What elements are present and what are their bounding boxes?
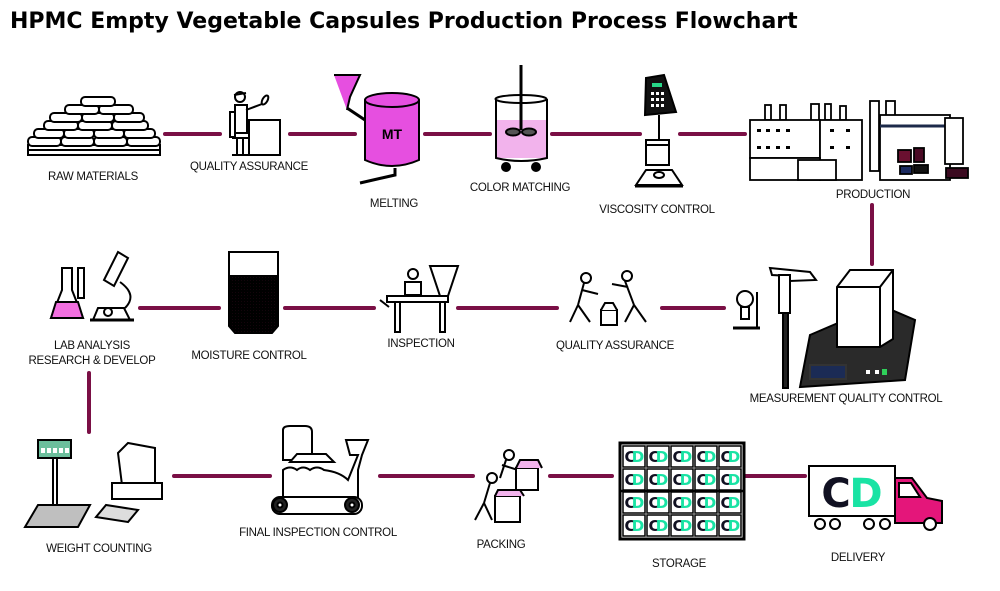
svg-text:D: D bbox=[849, 471, 882, 517]
step-label-storage: STORAGE bbox=[652, 558, 706, 570]
step-label-lab-analysis-line2: RESEARCH & DEVELOP bbox=[28, 355, 156, 367]
svg-text:D: D bbox=[656, 448, 668, 466]
step-label-quality-assurance-2: QUALITY ASSURANCE bbox=[555, 340, 675, 352]
svg-text:C: C bbox=[648, 471, 659, 489]
step-label-delivery: DELIVERY bbox=[830, 552, 886, 564]
svg-text:D: D bbox=[632, 494, 644, 512]
svg-text:D: D bbox=[704, 471, 716, 489]
svg-text:D: D bbox=[704, 517, 716, 535]
svg-text:D: D bbox=[680, 517, 692, 535]
melting-tank-text: MT bbox=[382, 126, 403, 142]
viscometer-icon bbox=[634, 73, 684, 188]
step-label-raw-materials: RAW MATERIALS bbox=[47, 171, 139, 183]
step-label-lab-analysis: LAB ANALYSIS RESEARCH & DEVELOP bbox=[29, 339, 156, 369]
step-label-lab-analysis-line1: LAB ANALYSIS bbox=[53, 340, 131, 352]
svg-text:C: C bbox=[720, 448, 731, 466]
mixing-tank-icon bbox=[494, 65, 548, 172]
workers-box-icon bbox=[569, 270, 647, 326]
page-title: HPMC Empty Vegetable Capsules Production… bbox=[10, 9, 798, 34]
svg-text:C: C bbox=[624, 471, 635, 489]
melting-tank-icon bbox=[334, 74, 420, 185]
step-label-packing: PACKING bbox=[476, 539, 526, 551]
storage-cell: CD bbox=[718, 445, 742, 468]
svg-text:C: C bbox=[696, 517, 707, 535]
storage-cell: CD bbox=[622, 445, 646, 468]
svg-text:D: D bbox=[728, 471, 740, 489]
svg-text:C: C bbox=[720, 494, 731, 512]
packing-workers-icon bbox=[474, 449, 543, 523]
scale-computer-icon bbox=[23, 439, 163, 528]
storage-cell: CD bbox=[670, 514, 694, 537]
step-label-melting: MELTING bbox=[369, 198, 419, 210]
step-label-quality-assurance-1: QUALITY ASSURANCE bbox=[189, 161, 309, 173]
svg-text:D: D bbox=[704, 494, 716, 512]
svg-text:C: C bbox=[648, 448, 659, 466]
storage-cell: CD bbox=[694, 468, 718, 491]
svg-text:C: C bbox=[720, 471, 731, 489]
moisture-container-icon bbox=[228, 251, 279, 334]
inspection-table-icon bbox=[379, 265, 460, 333]
svg-text:C: C bbox=[672, 517, 683, 535]
storage-cell: CD bbox=[622, 514, 646, 537]
svg-text:C: C bbox=[624, 448, 635, 466]
svg-text:C: C bbox=[624, 494, 635, 512]
conveyor-icon bbox=[271, 425, 370, 515]
svg-text:D: D bbox=[728, 517, 740, 535]
storage-cell: CD bbox=[694, 491, 718, 514]
storage-cell: CD bbox=[622, 491, 646, 514]
storage-cell: CD bbox=[622, 468, 646, 491]
svg-text:C: C bbox=[696, 448, 707, 466]
inspector-desk-icon bbox=[229, 91, 281, 156]
storage-cell: CD bbox=[694, 445, 718, 468]
svg-text:D: D bbox=[656, 471, 668, 489]
step-label-color-matching: COLOR MATCHING bbox=[469, 182, 571, 194]
storage-cell: CD bbox=[670, 491, 694, 514]
svg-text:D: D bbox=[728, 448, 740, 466]
storage-cell: CD bbox=[718, 514, 742, 537]
svg-text:C: C bbox=[696, 494, 707, 512]
storage-cell: CD bbox=[670, 445, 694, 468]
svg-text:D: D bbox=[704, 448, 716, 466]
svg-text:C: C bbox=[821, 471, 850, 517]
storage-cell: CD bbox=[646, 445, 670, 468]
storage-cell: CD bbox=[718, 491, 742, 514]
step-label-final-inspection-control: FINAL INSPECTION CONTROL bbox=[239, 527, 397, 539]
delivery-truck-icon bbox=[808, 465, 943, 531]
storage-cell: CD bbox=[646, 468, 670, 491]
flask-microscope-icon bbox=[49, 250, 134, 322]
svg-text:D: D bbox=[680, 471, 692, 489]
svg-text:C: C bbox=[672, 471, 683, 489]
svg-text:D: D bbox=[656, 494, 668, 512]
svg-text:D: D bbox=[656, 517, 668, 535]
svg-text:C: C bbox=[672, 494, 683, 512]
storage-cell: CD bbox=[718, 468, 742, 491]
step-label-production: PRODUCTION bbox=[835, 189, 911, 201]
svg-text:D: D bbox=[728, 494, 740, 512]
svg-text:C: C bbox=[720, 517, 731, 535]
step-label-measurement-quality-control: MEASUREMENT QUALITY CONTROL bbox=[749, 393, 943, 405]
caliper-scale-icon bbox=[733, 266, 917, 389]
svg-text:D: D bbox=[632, 517, 644, 535]
storage-cell: CD bbox=[646, 514, 670, 537]
svg-text:C: C bbox=[672, 448, 683, 466]
storage-cell: CD bbox=[646, 491, 670, 514]
svg-text:C: C bbox=[624, 517, 635, 535]
svg-text:D: D bbox=[632, 448, 644, 466]
storage-cell: CD bbox=[670, 468, 694, 491]
svg-text:D: D bbox=[680, 448, 692, 466]
production-machine-icon bbox=[749, 100, 969, 181]
svg-text:D: D bbox=[632, 471, 644, 489]
step-label-weight-counting: WEIGHT COUNTING bbox=[46, 543, 152, 555]
svg-text:C: C bbox=[696, 471, 707, 489]
step-label-moisture-control: MOISTURE CONTROL bbox=[191, 350, 307, 362]
svg-text:C: C bbox=[648, 494, 659, 512]
sack-pile-icon bbox=[27, 96, 161, 156]
storage-cell: CD bbox=[694, 514, 718, 537]
brand-logo: C D bbox=[821, 471, 882, 517]
step-label-inspection: INSPECTION bbox=[387, 338, 455, 350]
svg-text:C: C bbox=[648, 517, 659, 535]
svg-text:D: D bbox=[680, 494, 692, 512]
step-label-viscosity-control: VISCOSITY CONTROL bbox=[599, 204, 715, 216]
